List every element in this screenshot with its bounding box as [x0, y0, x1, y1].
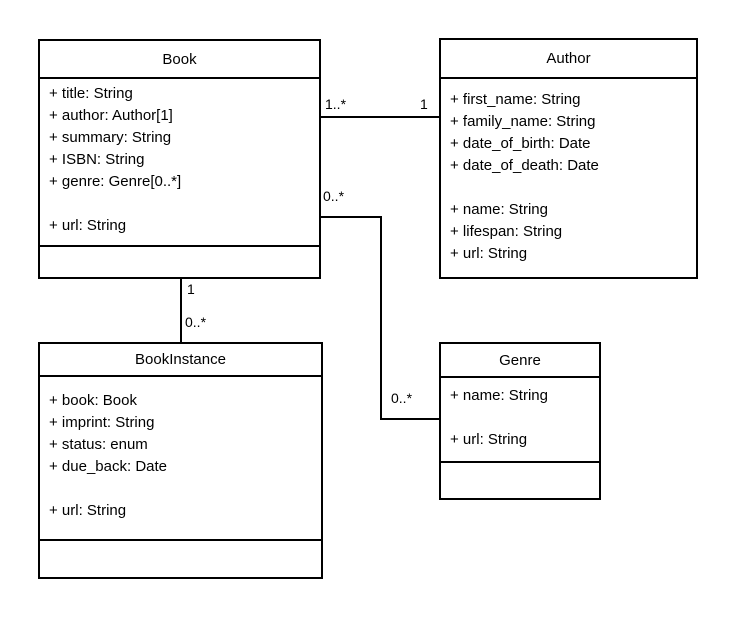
attribute-line: + title: String	[49, 85, 133, 102]
class-title-author: Author	[441, 40, 696, 79]
class-box-genre: Genre + name: String + url: String	[439, 342, 601, 500]
class-title-bookinstance: BookInstance	[40, 344, 321, 377]
attribute-line: + url: String	[49, 217, 127, 234]
multiplicity-label-book-genre-near-genre: 0..*	[391, 390, 413, 406]
multiplicity-label-book-genre-near-book: 0..*	[323, 188, 345, 204]
class-box-bookinstance: BookInstance + book: Book + imprint: Str…	[38, 342, 323, 579]
class-methods-empty-bookinstance	[40, 541, 321, 577]
connector-book-genre-segment	[380, 418, 439, 420]
class-box-book: Book + title: String + author: Author[1]…	[38, 39, 321, 279]
attribute-line: + family_name: String	[450, 113, 596, 130]
class-methods-empty-genre	[441, 463, 599, 498]
class-attributes-genre: + name: String + url: String	[441, 378, 599, 463]
attribute-line: + name: String	[450, 387, 548, 404]
class-title-book: Book	[40, 41, 319, 79]
attribute-line: + url: String	[450, 245, 528, 262]
attribute-line: + lifespan: String	[450, 223, 563, 240]
attribute-line: + first_name: String	[450, 91, 581, 108]
connector-book-genre-segment	[380, 216, 382, 420]
multiplicity-label-book-bookinstance-near-bookinstance: 0..*	[185, 314, 207, 330]
attribute-line-blank	[450, 407, 595, 429]
attribute-line: + ISBN: String	[49, 151, 145, 168]
attribute-line: + summary: String	[49, 129, 172, 146]
attribute-line: + book: Book	[49, 392, 137, 409]
attribute-line-blank	[450, 177, 692, 199]
attribute-line: + due_back: Date	[49, 458, 168, 475]
attribute-line: + url: String	[49, 502, 127, 519]
multiplicity-label-book-bookinstance-near-book: 1	[187, 281, 195, 297]
connector-book-genre-segment	[321, 216, 382, 218]
attribute-line: + date_of_birth: Date	[450, 135, 591, 152]
attribute-line: + date_of_death: Date	[450, 157, 599, 174]
class-title-genre: Genre	[441, 344, 599, 378]
multiplicity-label-book-author-near-book: 1..*	[325, 96, 347, 112]
class-box-author: Author + first_name: String + family_nam…	[439, 38, 698, 279]
attribute-line: + genre: Genre[0..*]	[49, 173, 182, 190]
attribute-line: + imprint: String	[49, 414, 155, 431]
class-attributes-bookinstance: + book: Book + imprint: String + status:…	[40, 377, 321, 541]
attribute-line: + status: enum	[49, 436, 148, 453]
multiplicity-label-book-author-near-author: 1	[420, 96, 428, 112]
class-attributes-author: + first_name: String + family_name: Stri…	[441, 79, 696, 277]
class-methods-empty-book	[40, 247, 319, 277]
attribute-line: + name: String	[450, 201, 548, 218]
connector-book-bookinstance	[180, 279, 182, 342]
class-attributes-book: + title: String + author: Author[1] + su…	[40, 79, 319, 247]
connector-book-author	[321, 116, 439, 118]
attribute-line-blank	[49, 478, 317, 500]
attribute-line: + url: String	[450, 431, 528, 448]
attribute-line: + author: Author[1]	[49, 107, 173, 124]
attribute-line-blank	[49, 193, 315, 215]
